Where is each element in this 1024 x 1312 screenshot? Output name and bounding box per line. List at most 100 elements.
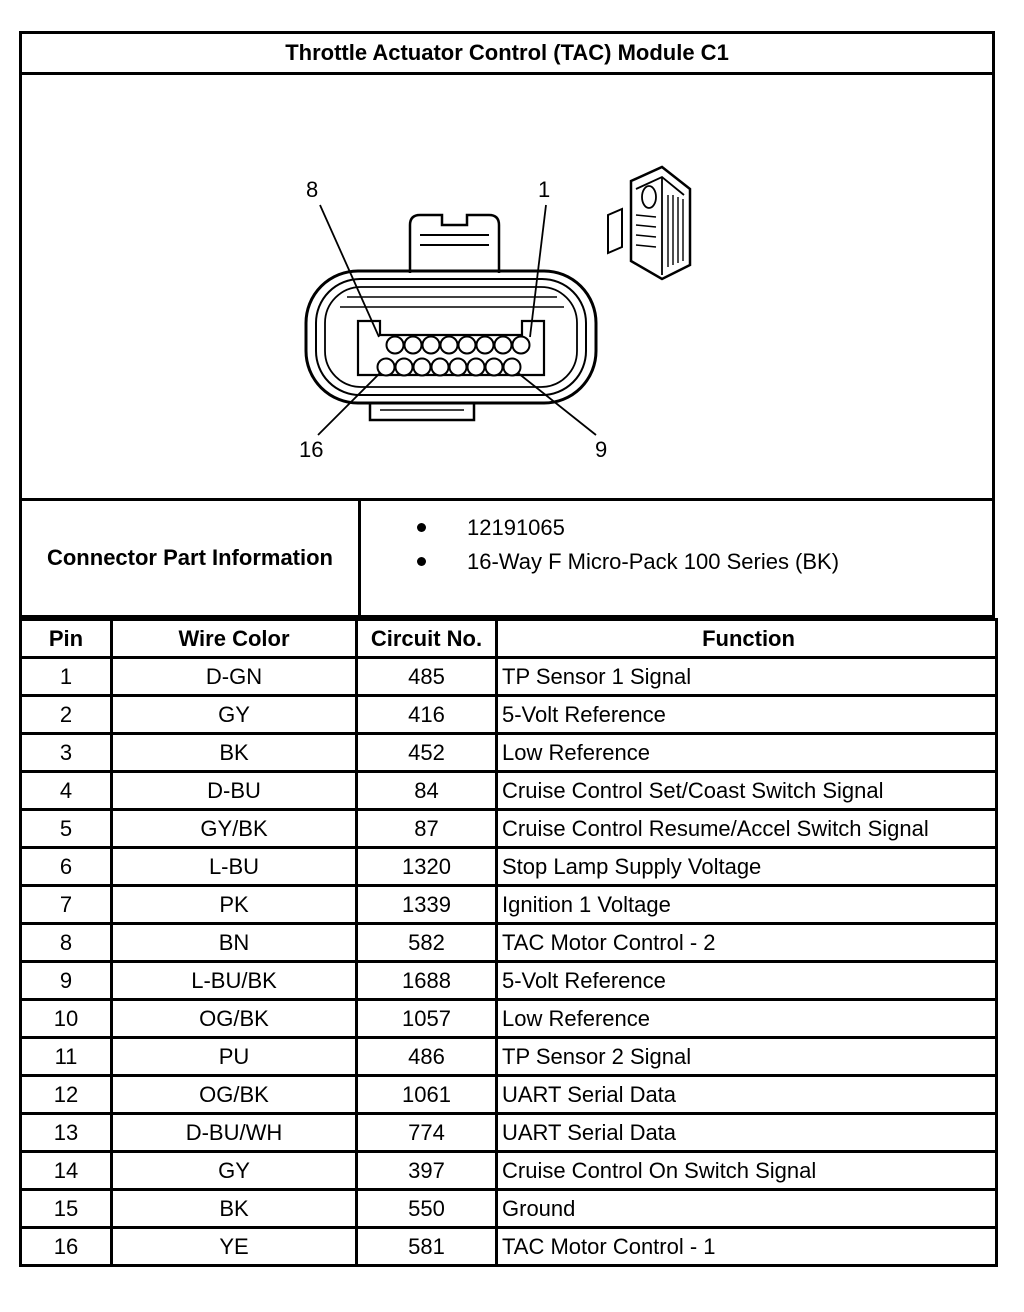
function-cell: Cruise Control Set/Coast Switch Signal	[495, 770, 998, 811]
pin-cell: 8	[19, 922, 113, 963]
wire-color-cell: L-BU/BK	[110, 960, 358, 1001]
connector-side-icon	[607, 165, 692, 281]
pinout-sheet: Throttle Actuator Control (TAC) Module C…	[19, 31, 998, 1291]
wire-color-cell: GY	[110, 694, 358, 735]
table-header-row: Pin Wire Color Circuit No. Function	[19, 618, 998, 659]
circuit-no-cell: 774	[355, 1112, 498, 1153]
wire-color-cell: OG/BK	[110, 998, 358, 1039]
wire-color-cell: PU	[110, 1036, 358, 1077]
wire-color-cell: BK	[110, 732, 358, 773]
circuit-no-cell: 1339	[355, 884, 498, 925]
pin-cell: 5	[19, 808, 113, 849]
function-cell: UART Serial Data	[495, 1112, 998, 1153]
header-function: Function	[495, 618, 998, 659]
circuit-no-cell: 416	[355, 694, 498, 735]
circuit-no-cell: 1057	[355, 998, 498, 1039]
pin-cell: 9	[19, 960, 113, 1001]
pin-cell: 11	[19, 1036, 113, 1077]
function-cell: Cruise Control Resume/Accel Switch Signa…	[495, 808, 998, 849]
function-cell: 5-Volt Reference	[495, 960, 998, 1001]
circuit-no-cell: 1320	[355, 846, 498, 887]
header-pin: Pin	[19, 618, 113, 659]
function-cell: 5-Volt Reference	[495, 694, 998, 735]
function-cell: TAC Motor Control - 2	[495, 922, 998, 963]
wire-color-cell: BN	[110, 922, 358, 963]
circuit-no-cell: 582	[355, 922, 498, 963]
pin-cell: 13	[19, 1112, 113, 1153]
list-item: 12191065	[361, 511, 991, 545]
pin-label-9: 9	[595, 437, 607, 462]
bullet-icon	[417, 523, 426, 532]
wire-color-cell: OG/BK	[110, 1074, 358, 1115]
circuit-no-cell: 452	[355, 732, 498, 773]
function-cell: TAC Motor Control - 1	[495, 1226, 998, 1267]
function-cell: Ground	[495, 1188, 998, 1229]
function-cell: Low Reference	[495, 998, 998, 1039]
wire-color-cell: D-GN	[110, 656, 358, 697]
wire-color-cell: GY	[110, 1150, 358, 1191]
bullet-icon	[417, 557, 426, 566]
function-cell: TP Sensor 1 Signal	[495, 656, 998, 697]
pin-cell: 16	[19, 1226, 113, 1267]
wire-color-cell: D-BU	[110, 770, 358, 811]
function-cell: Low Reference	[495, 732, 998, 773]
pin-cell: 14	[19, 1150, 113, 1191]
pin-cell: 12	[19, 1074, 113, 1115]
connector-info-label: Connector Part Information	[22, 501, 361, 615]
header-wire-color: Wire Color	[110, 618, 358, 659]
wire-color-cell: BK	[110, 1188, 358, 1229]
part-number: 12191065	[467, 515, 565, 540]
wire-color-cell: D-BU/WH	[110, 1112, 358, 1153]
circuit-no-cell: 485	[355, 656, 498, 697]
wire-color-cell: PK	[110, 884, 358, 925]
circuit-no-cell: 550	[355, 1188, 498, 1229]
pin-cell: 10	[19, 998, 113, 1039]
circuit-no-cell: 486	[355, 1036, 498, 1077]
function-cell: Ignition 1 Voltage	[495, 884, 998, 925]
pin-cell: 4	[19, 770, 113, 811]
circuit-no-cell: 581	[355, 1226, 498, 1267]
connector-description: 16-Way F Micro-Pack 100 Series (BK)	[467, 549, 840, 574]
pin-label-16: 16	[299, 437, 323, 462]
pin-cell: 7	[19, 884, 113, 925]
pin-label-8: 8	[306, 177, 318, 202]
connector-part-information: Connector Part Information 12191065 16-W…	[19, 498, 995, 618]
connector-diagram: 8 1 16 9	[19, 75, 995, 501]
wire-color-cell: YE	[110, 1226, 358, 1267]
circuit-no-cell: 397	[355, 1150, 498, 1191]
function-cell: Stop Lamp Supply Voltage	[495, 846, 998, 887]
pin-label-1: 1	[538, 177, 550, 202]
pin-cell: 3	[19, 732, 113, 773]
connector-face-icon: 8 1 16 9	[299, 165, 692, 462]
pin-cell: 15	[19, 1188, 113, 1229]
function-cell: TP Sensor 2 Signal	[495, 1036, 998, 1077]
connector-info-list: 12191065 16-Way F Micro-Pack 100 Series …	[361, 501, 991, 615]
function-cell: UART Serial Data	[495, 1074, 998, 1115]
list-item: 16-Way F Micro-Pack 100 Series (BK)	[361, 545, 991, 579]
pin-cell: 1	[19, 656, 113, 697]
header-circuit-no: Circuit No.	[355, 618, 498, 659]
circuit-no-cell: 87	[355, 808, 498, 849]
page-title: Throttle Actuator Control (TAC) Module C…	[19, 31, 995, 75]
wire-color-cell: GY/BK	[110, 808, 358, 849]
circuit-no-cell: 84	[355, 770, 498, 811]
circuit-no-cell: 1688	[355, 960, 498, 1001]
pin-cell: 6	[19, 846, 113, 887]
